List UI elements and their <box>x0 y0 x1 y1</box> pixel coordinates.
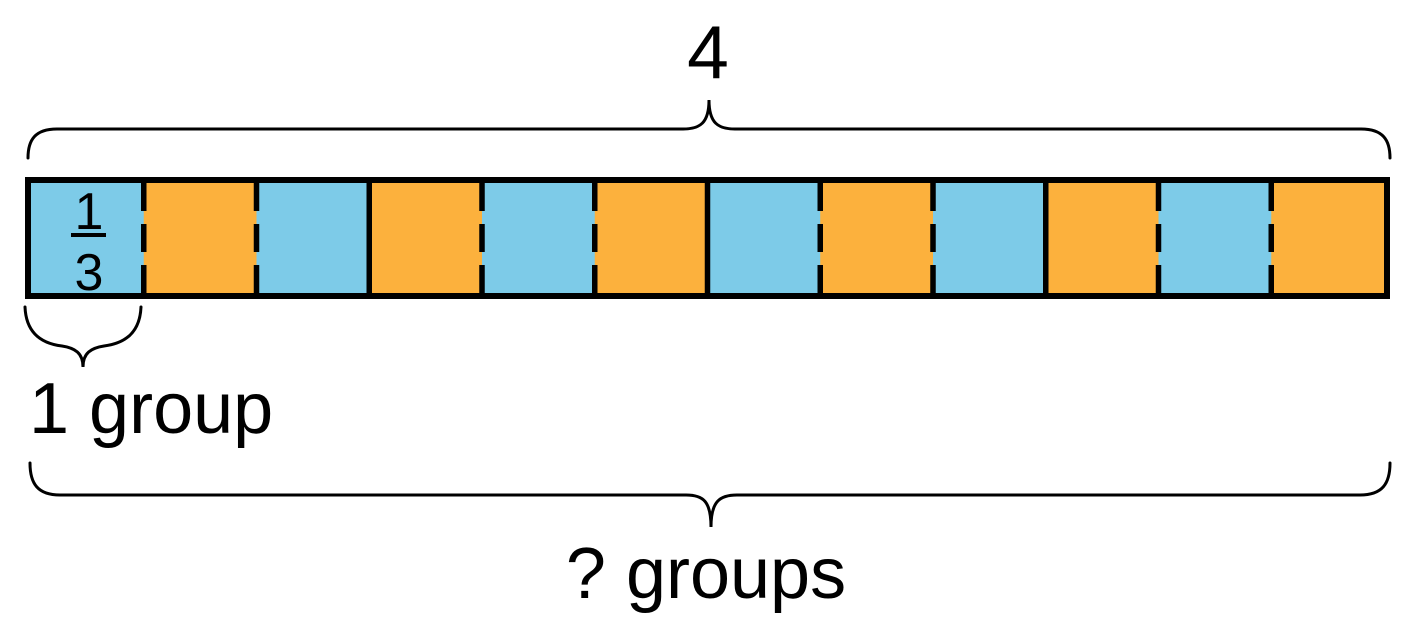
tape-segment <box>369 183 483 293</box>
tape-segment <box>1158 183 1272 293</box>
question-groups-brace <box>28 461 1392 528</box>
question-groups-label: ? groups <box>566 534 846 614</box>
tape-bar-border <box>25 177 1390 299</box>
tape-segment <box>1045 183 1159 293</box>
tape-segment <box>31 183 145 293</box>
tape-segment <box>594 183 708 293</box>
tape-segment <box>820 183 934 293</box>
tape-segment <box>256 183 370 293</box>
tape-segment <box>1271 183 1385 293</box>
fraction-denominator: 3 <box>75 244 104 302</box>
tape-segment <box>933 183 1047 293</box>
total-brace <box>26 99 1392 160</box>
tape-bar <box>31 183 1385 293</box>
one-group-brace <box>23 305 143 368</box>
total-label: 4 <box>687 10 729 94</box>
tape-bar-dividers <box>141 183 1274 293</box>
tape-segment <box>143 183 257 293</box>
tape-segment <box>707 183 821 293</box>
tape-segment <box>482 183 596 293</box>
one-group-label: 1 group <box>29 369 273 449</box>
fraction-numerator: 1 <box>75 183 104 241</box>
